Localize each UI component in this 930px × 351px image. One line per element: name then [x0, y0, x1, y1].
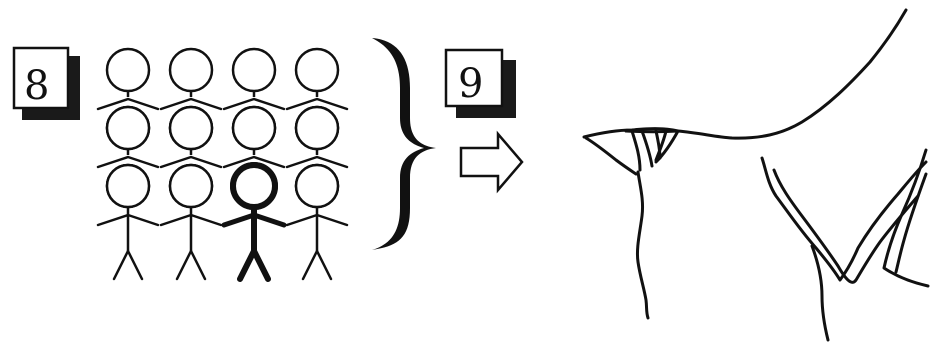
crack-line: [637, 172, 648, 318]
badge-label: 8: [24, 63, 49, 109]
gully: [632, 131, 640, 170]
right-slope: [884, 150, 928, 286]
step-badge-9: 9: [446, 50, 516, 118]
figure-legs: [240, 251, 268, 279]
stick-figure-icon: [98, 49, 158, 109]
figure-head: [296, 165, 338, 207]
cliff-edge: [586, 138, 636, 174]
curly-brace-icon: [372, 38, 436, 250]
figure-head: [233, 165, 275, 207]
figure-head: [170, 165, 212, 207]
stick-figure-icon: [161, 49, 221, 109]
badge-label: 9: [458, 61, 483, 107]
figure-head: [233, 107, 275, 149]
figure-head: [296, 107, 338, 149]
figure-head: [107, 165, 149, 207]
figure-head: [296, 49, 338, 91]
terrain-sketch-icon: [584, 10, 928, 340]
figure-legs: [114, 251, 142, 279]
figure-head: [233, 49, 275, 91]
figure-legs: [303, 251, 331, 279]
ridge-line: [584, 10, 906, 138]
figure-head: [107, 107, 149, 149]
figure-head: [170, 49, 212, 91]
stick-figure-icon: [287, 49, 347, 109]
gully: [642, 131, 652, 166]
figure-head: [170, 107, 212, 149]
figure-head: [107, 49, 149, 91]
right-arrow-icon: [461, 134, 522, 190]
figure-legs: [177, 251, 205, 279]
crowd-group: [98, 49, 347, 279]
step-badge-8: 8: [14, 48, 80, 120]
stick-figure-icon: [224, 49, 284, 109]
